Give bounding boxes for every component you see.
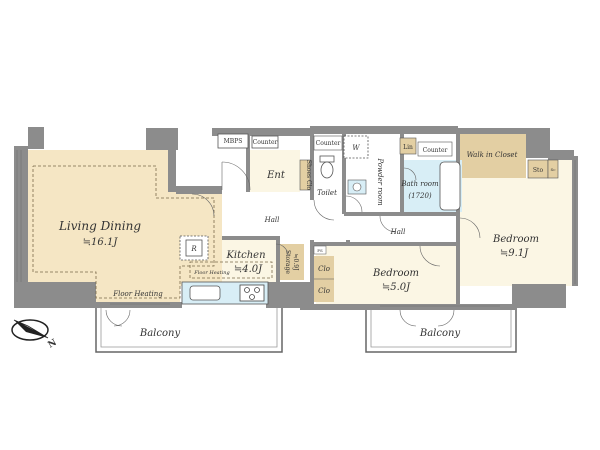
- stove-icon: [239, 284, 265, 302]
- toilet-label: Toilet: [317, 189, 337, 197]
- storage-label: Storage: [284, 250, 291, 274]
- sc-closet: [547, 159, 559, 179]
- bedroom1-label: Bedroom: [492, 234, 539, 245]
- bedroom2-area: ≒5.0J: [382, 282, 411, 293]
- shoes-closet-label: Shoes Clo: [305, 160, 312, 191]
- compass-north-label: N: [47, 338, 59, 351]
- washer-space: [343, 135, 369, 159]
- toilet-counter: [313, 135, 343, 151]
- ps-label: PS: [317, 248, 323, 253]
- bedroom1-area: ≒9.1J: [500, 248, 529, 259]
- ps-box: [313, 245, 327, 255]
- kitchen-label: Kitchen: [225, 250, 265, 261]
- walls: [14, 126, 578, 310]
- toilet-counter-label: Counter: [316, 140, 341, 147]
- compass-icon: N: [11, 319, 59, 351]
- entrance-counter: [251, 135, 279, 149]
- bath-counter-label: Counter: [423, 147, 448, 154]
- linen-label: Lin: [403, 144, 413, 151]
- living-floor-heating-label: Floor Heating: [112, 290, 163, 298]
- sc-label: Sc: [551, 167, 557, 172]
- bathtub: [439, 161, 461, 211]
- hall-label-1: Hall: [264, 216, 280, 224]
- shoes-closet: [299, 159, 311, 191]
- mbps-label: MBPS: [224, 138, 243, 145]
- washer-label: W: [352, 144, 360, 152]
- balcony-left-label: Balcony: [139, 328, 181, 339]
- linen-closet: [399, 137, 417, 155]
- kitchen-area: ≒4.0J: [234, 264, 263, 275]
- storage-area: ≒0.9J: [292, 254, 299, 272]
- balcony-right: [365, 308, 517, 353]
- balcony-left: [95, 308, 283, 353]
- living-dining-floor: [27, 150, 222, 306]
- kitchen-floor: [222, 240, 276, 282]
- walkin-closet-floor: [456, 134, 526, 178]
- closet2-label: Clo: [318, 287, 330, 295]
- living-dining-area: ≒16.1J: [83, 237, 119, 248]
- entrance-floor: [250, 150, 300, 192]
- living-dining-label: Living Dining: [58, 219, 141, 233]
- bedroom2-floor: [316, 246, 456, 310]
- toilet-icon: [319, 155, 335, 179]
- bedroom1-floor: [456, 160, 572, 286]
- storage-floor: [278, 244, 304, 280]
- floor-heating-boundary-kitchen: [189, 261, 273, 279]
- refrigerator-label: R: [190, 245, 197, 253]
- bath-room-size: (1720): [408, 192, 432, 200]
- walk-in-closet-label: Walk in Closet: [467, 151, 518, 159]
- hall-floor: [222, 194, 344, 240]
- bath-room-label: Bath room: [400, 180, 439, 188]
- bedroom2-label: Bedroom: [372, 268, 419, 279]
- kitchen-floor-heating-label: Floor Heating: [193, 270, 229, 276]
- entrance-counter-label: Counter: [253, 139, 278, 146]
- closet1-label: Clo: [318, 265, 330, 273]
- kitchen-sink: [189, 285, 221, 301]
- floor-heating-boundary-living: [32, 165, 215, 299]
- balcony-right-label: Balcony: [419, 328, 461, 339]
- bath-counter: [417, 141, 453, 157]
- hall-label-2: Hall: [390, 228, 406, 236]
- windows: [16, 150, 576, 307]
- powder-room-label: Powder room: [376, 157, 384, 206]
- mbps-box: [217, 133, 249, 149]
- entrance-label: Ent: [266, 170, 286, 181]
- door-swings: [105, 161, 481, 327]
- sto-label: Sto: [533, 167, 544, 174]
